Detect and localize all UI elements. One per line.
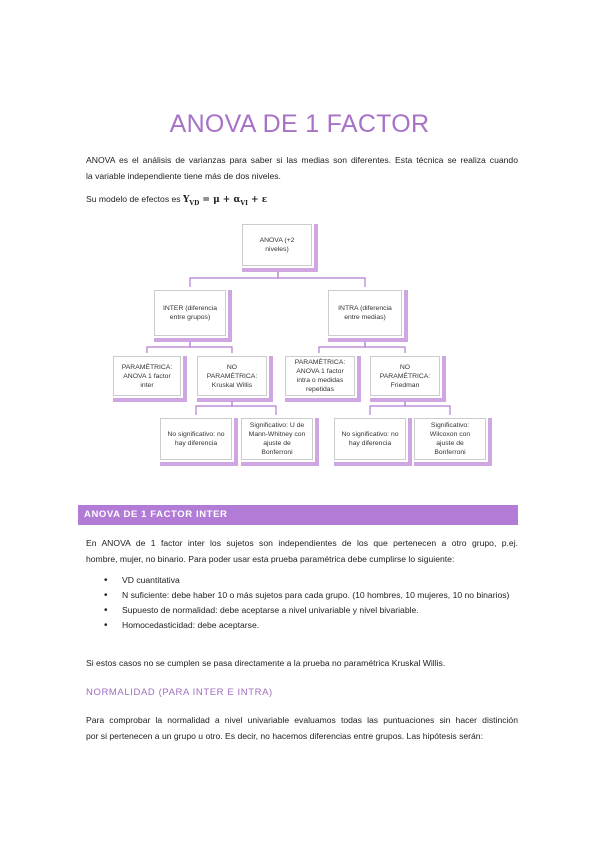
tree-node-noparam-inter-label: NO PARAMÉTRICA: Kruskal Willis	[206, 363, 258, 389]
intro-paragraph: ANOVA es el análisis de varianzas para s…	[86, 152, 518, 184]
list-item: Supuesto de normalidad: debe aceptarse a…	[86, 603, 518, 618]
intro-line-2: la variable independiente tiene más de d…	[86, 171, 281, 181]
list-item: Homocedasticidad: debe aceptarse.	[86, 618, 518, 633]
section1-paragraph: En ANOVA de 1 factor inter los sujetos s…	[86, 535, 518, 567]
connector-friedman-nosig	[369, 398, 406, 415]
section-heading-normalidad: NORMALIDAD (PARA INTER E INTRA)	[86, 687, 273, 698]
tree-node-param-intra: PARAMÉTRICA: ANOVA 1 factor intra o medi…	[282, 353, 358, 399]
formula-y-sub: VD	[189, 199, 200, 207]
tree-node-inter-label: INTER (diferencia entre grupos)	[162, 305, 217, 321]
connector-inter-param	[146, 340, 191, 353]
tree-node-param-inter-label: PARAMÉTRICA: ANOVA 1 factor inter	[121, 363, 173, 389]
requirements-list: VD cuantitativa N suficiente: debe haber…	[86, 573, 518, 633]
tree-node-nosig-intra-label: No significativo: no hay diferencia	[341, 431, 399, 447]
section2-line-1: Para comprobar la normalidad a nivel uni…	[86, 715, 518, 725]
tree-node-intra: INTRA (diferencia entre medias)	[325, 287, 405, 339]
tree-node-noparam-intra-label: NO PARAMÉTRICA: Friedman	[379, 363, 431, 389]
formula-end: + ε	[247, 195, 268, 205]
tree-node-root: ANOVA (+2 niveles)	[239, 221, 315, 269]
connector-root-intra	[277, 268, 366, 287]
intro-line-1: ANOVA es el análisis de varianzas para s…	[86, 155, 518, 165]
connector-kruskal-sig	[231, 398, 277, 415]
section2-line-2: por si pertenecen a un grupo u otro. Es …	[86, 731, 483, 741]
connector-root-inter	[189, 268, 279, 287]
tree-node-param-intra-label: PARAMÉTRICA: ANOVA 1 factor intra o medi…	[294, 359, 346, 393]
connector-friedman-sig	[404, 398, 451, 415]
section1-closing: Si estos casos no se cumplen se pasa dir…	[86, 658, 446, 668]
tree-node-sig-intra-label: Significativo: Wilcoxon con ajuste de Bo…	[429, 422, 471, 456]
tree-node-param-inter: PARAMÉTRICA: ANOVA 1 factor inter	[110, 353, 184, 399]
tree-node-noparam-intra: NO PARAMÉTRICA: Friedman	[367, 353, 443, 399]
tree-node-intra-label: INTRA (diferencia entre medias)	[338, 305, 392, 321]
tree-node-nosig-inter: No significativo: no hay diferencia	[157, 415, 235, 463]
section1-line-1: En ANOVA de 1 factor inter los sujetos s…	[86, 538, 518, 548]
formula-eq: = μ + α	[199, 195, 241, 205]
formula-y: Y	[182, 195, 190, 205]
connector-inter-noparam	[189, 340, 233, 353]
tree-node-noparam-inter: NO PARAMÉTRICA: Kruskal Willis	[194, 353, 270, 399]
connector-intra-noparam	[364, 340, 406, 353]
tree-node-sig-inter-label: Significativo: U de Mann-Whitney con aju…	[248, 422, 306, 456]
list-item: N suficiente: debe haber 10 o más sujeto…	[86, 588, 518, 603]
page-title: ANOVA DE 1 FACTOR	[169, 110, 430, 138]
tree-node-root-label: ANOVA (+2 niveles)	[259, 237, 295, 253]
model-formula: YVD = μ + αVI + ε	[182, 195, 268, 207]
section2-paragraph: Para comprobar la normalidad a nivel uni…	[86, 712, 518, 744]
model-line: Su modelo de efectos es YVD = μ + αVI + …	[86, 191, 518, 212]
tree-node-sig-inter: Significativo: U de Mann-Whitney con aju…	[238, 415, 316, 463]
tree-node-sig-intra: Significativo: Wilcoxon con ajuste de Bo…	[411, 415, 489, 463]
connector-kruskal-nosig	[195, 398, 233, 415]
tree-node-nosig-intra: No significativo: no hay diferencia	[331, 415, 409, 463]
tree-node-nosig-inter-label: No significativo: no hay diferencia	[167, 431, 225, 447]
model-label: Su modelo de efectos es	[86, 194, 181, 204]
tree-node-inter: INTER (diferencia entre grupos)	[151, 287, 229, 339]
section-heading-inter: ANOVA DE 1 FACTOR INTER	[78, 505, 518, 525]
list-item: VD cuantitativa	[86, 573, 518, 588]
section1-line-2: hombre, mujer, no binario. Para poder us…	[86, 554, 455, 564]
formula-a-sub: VI	[240, 199, 248, 207]
connector-intra-param	[318, 340, 366, 353]
